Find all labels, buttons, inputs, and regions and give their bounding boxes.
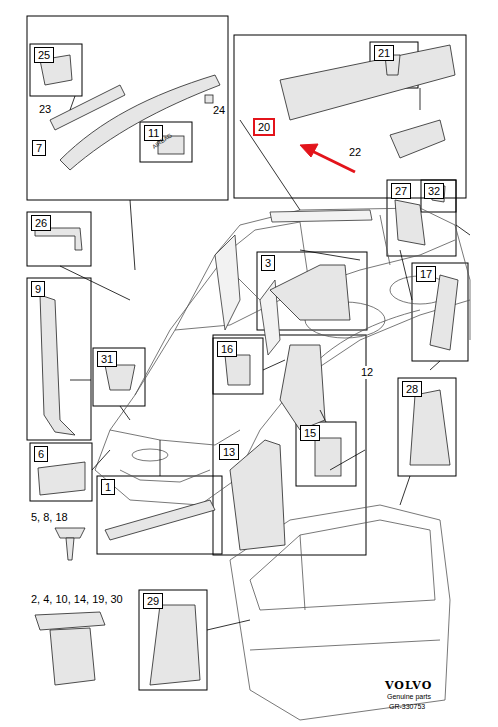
callout-number: 23 — [38, 103, 52, 116]
callout-box: 26 — [31, 215, 51, 231]
callout-box: 21 — [374, 45, 394, 61]
callout-box: 27 — [391, 183, 411, 199]
callout-number: 32 — [428, 185, 440, 197]
callout-number: 5, 8, 18 — [30, 511, 69, 524]
callout-number: 26 — [35, 217, 47, 229]
callout-box: 25 — [34, 47, 54, 63]
callout-box: 7 — [32, 140, 46, 156]
callout-number: 17 — [420, 268, 432, 280]
callout-box: 6 — [34, 446, 48, 462]
callout-number: 28 — [406, 383, 418, 395]
callout-number: 15 — [304, 427, 316, 439]
callout-box: 9 — [31, 281, 45, 297]
callout-box: 32 — [424, 183, 444, 199]
callout-number: Genuine parts — [386, 692, 432, 701]
callout-number: 27 — [395, 185, 407, 197]
callout-number: 2, 4, 10, 14, 19, 30 — [30, 593, 124, 606]
callout-number: 20 — [258, 121, 270, 133]
callout-number: 3 — [265, 257, 271, 269]
callout-box: 29 — [143, 593, 163, 609]
callout-box: 28 — [402, 381, 422, 397]
callout-box: 15 — [300, 425, 320, 441]
callout-number: 22 — [348, 146, 362, 159]
callout-box: 17 — [416, 266, 436, 282]
callout-number: 31 — [101, 353, 113, 365]
callout-number: 29 — [147, 595, 159, 607]
callout-number: 11 — [148, 127, 159, 139]
callout-number: 1 — [105, 481, 111, 493]
callout-number: 25 — [38, 49, 50, 61]
callout-box: 31 — [97, 351, 117, 367]
callout-number: 7 — [36, 142, 42, 154]
callout-box: 20 — [253, 118, 275, 136]
callout-box: 13 — [219, 444, 239, 460]
callout-number: 9 — [35, 283, 41, 295]
callout-box: 1 — [101, 479, 115, 495]
callout-number: 16 — [221, 343, 233, 355]
callout-box: 3 — [261, 255, 275, 271]
callout-number: 21 — [378, 47, 390, 59]
callout-number: GR-330753 — [388, 702, 426, 711]
callout-number: 12 — [360, 366, 374, 379]
callout-number: 13 — [223, 446, 235, 458]
callout-box: 16 — [217, 341, 237, 357]
callout-number: 24 — [212, 104, 226, 117]
callout-number: 6 — [38, 448, 44, 460]
brand-logo: VOLVO — [384, 679, 433, 692]
